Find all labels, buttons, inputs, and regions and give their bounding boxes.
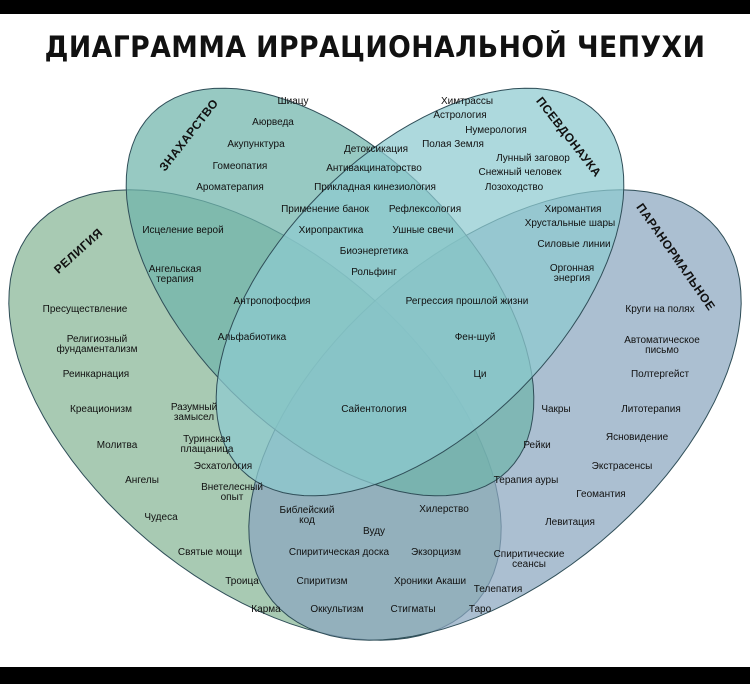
diagram-item: Биоэнергетика (339, 246, 409, 257)
diagram-item: Применение банок (281, 204, 369, 215)
diagram-item: Пресуществление (42, 304, 128, 315)
diagram-item: Религиозный фундаментализм (56, 334, 138, 355)
diagram-item: Святые мощи (177, 547, 243, 558)
diagram-item: Лозоходство (484, 182, 544, 193)
diagram-item: Внетелесный опыт (201, 482, 263, 503)
diagram-item: Автоматическое письмо (624, 335, 700, 356)
diagram-item: Полая Земля (422, 139, 484, 150)
diagram-item: Альфабиотика (217, 332, 287, 343)
diagram-item: Чудеса (144, 512, 178, 523)
diagram-item: Разумный замысел (170, 402, 218, 423)
diagram-item: Ци (473, 369, 487, 380)
diagram-item: Терапия ауры (493, 475, 559, 486)
diagram-item: Реинкарнация (62, 369, 130, 380)
diagram-item: Хроники Акаши (393, 576, 467, 587)
diagram-item: Спиритизм (296, 576, 348, 587)
diagram-item: Экстрасенсы (591, 461, 653, 472)
diagram-item: Рольфинг (351, 267, 397, 278)
diagram-item: Эсхатология (193, 461, 253, 472)
diagram-item: Сайентология (341, 404, 407, 415)
diagram-item: Рейки (523, 440, 551, 451)
diagram-item: Антивакцинаторство (326, 163, 422, 174)
diagram-item: Хрустальные шары (524, 218, 616, 229)
diagram-item: Ангельская терапия (148, 264, 202, 285)
diagram-item: Экзорцизм (410, 547, 462, 558)
diagram-item: Геомантия (576, 489, 626, 500)
diagram-item: Гомеопатия (212, 161, 268, 172)
diagram-item: Левитация (545, 517, 595, 528)
diagram-item: Карма (251, 604, 281, 615)
diagram-item: Акупунктура (227, 139, 285, 150)
diagram-item: Силовые линии (537, 239, 611, 250)
diagram-item: Фен-шуй (454, 332, 496, 343)
diagram-item: Литотерапия (621, 404, 681, 415)
diagram-item: Хилерство (419, 504, 469, 515)
diagram-item: Троица (225, 576, 259, 587)
diagram-item: Молитва (96, 440, 138, 451)
diagram-item: Нумерология (465, 125, 527, 136)
diagram-item: Стигматы (390, 604, 436, 615)
diagram-item: Креационизм (70, 404, 132, 415)
diagram-item: Антропофосфия (233, 296, 311, 307)
bottom-bar (0, 667, 750, 684)
diagram-item: Вуду (362, 526, 386, 537)
diagram-item: Спиритические сеансы (493, 549, 565, 570)
diagram-item: Хиропрактика (298, 225, 364, 236)
diagram-item: Библейский код (279, 505, 335, 526)
diagram-item: Ушные свечи (392, 225, 454, 236)
diagram-item: Туринская плащаница (180, 434, 234, 455)
diagram-item: Оккультизм (310, 604, 364, 615)
diagram-item: Полтергейст (630, 369, 690, 380)
diagram-item: Оргонная энергия (549, 263, 595, 284)
diagram-item: Спиритическая доска (288, 547, 390, 558)
diagram-item: Круги на полях (625, 304, 695, 315)
diagram-item: Детоксикация (344, 144, 408, 155)
diagram-item: Снежный человек (478, 167, 562, 178)
diagram-item: Рефлексология (388, 204, 462, 215)
diagram-item: Таро (468, 604, 492, 615)
diagram-item: Ясновидение (605, 432, 669, 443)
diagram-item: Чакры (541, 404, 571, 415)
diagram-item: Химтрассы (440, 96, 494, 107)
ellipse-pseudoscience (215, 87, 625, 497)
diagram-item: Ангелы (125, 475, 159, 486)
diagram-item: Исцеление верой (142, 225, 224, 236)
diagram-item: Телепатия (473, 584, 523, 595)
diagram-title: ДИАГРАММА ИРРАЦИОНАЛЬНОЙ ЧЕПУХИ (44, 30, 706, 64)
diagram-item: Регрессия прошлой жизни (405, 296, 529, 307)
diagram-item: Прикладная кинезиология (314, 182, 436, 193)
diagram-item: Шиацу (277, 96, 309, 107)
diagram-item: Аюрведа (252, 117, 294, 128)
diagram-item: Астрология (433, 110, 487, 121)
diagram-item: Лунный заговор (496, 153, 570, 164)
diagram-item: Ароматерапия (196, 182, 264, 193)
top-bar (0, 0, 750, 14)
diagram-item: Хиромантия (544, 204, 602, 215)
